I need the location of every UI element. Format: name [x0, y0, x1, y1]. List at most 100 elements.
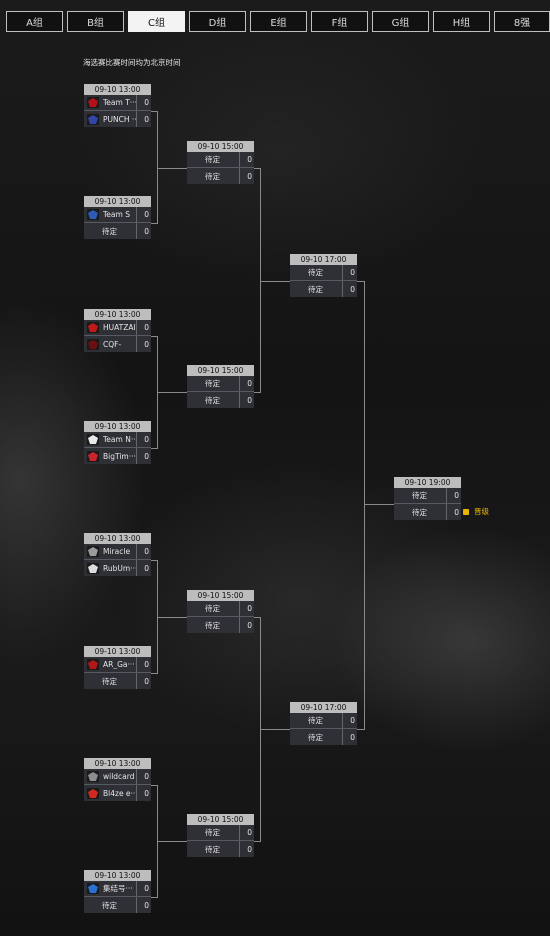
score-divider [239, 376, 240, 391]
team-name: 待定 [308, 268, 323, 277]
match-time: 09-10 15:00 [187, 141, 254, 152]
tab-h[interactable]: H组 [433, 11, 490, 32]
team-name: PUNCH ··· [103, 114, 137, 124]
team-name: 集结号··· [103, 884, 133, 893]
bracket-connector [157, 168, 187, 169]
team-name: 待定 [102, 900, 117, 910]
bracket-connector [260, 168, 261, 393]
team-score: 0 [144, 210, 149, 219]
promotion-label: 晋级 [463, 506, 489, 517]
team-score: 0 [247, 828, 252, 837]
score-divider [136, 785, 137, 801]
score-divider [239, 168, 240, 184]
score-divider [136, 95, 137, 110]
tab-c[interactable]: C组 [128, 11, 185, 32]
team-name: Miracle [103, 547, 131, 556]
team-score: 0 [247, 379, 252, 388]
match-time: 09-10 13:00 [84, 870, 151, 881]
tab-f[interactable]: F组 [311, 11, 368, 32]
match-time: 09-10 13:00 [84, 421, 151, 432]
team-row[interactable]: RubUm···0 [84, 560, 151, 576]
tab-d[interactable]: D组 [189, 11, 246, 32]
team-score: 0 [350, 268, 355, 277]
team-name: wildcard [103, 772, 135, 781]
team-score: 0 [144, 660, 149, 669]
team-score: 0 [144, 451, 149, 461]
tab-b[interactable]: B组 [67, 11, 124, 32]
score-divider [239, 617, 240, 633]
team-name: 待定 [412, 491, 427, 500]
team-row[interactable]: 集结号···0 [84, 881, 151, 897]
team-name: 待定 [205, 844, 220, 854]
tab-top8[interactable]: 8强 [494, 11, 550, 32]
team-row[interactable]: Bl4ze e···0 [84, 785, 151, 801]
team-row[interactable]: AR_Ga··· 0 [84, 657, 151, 673]
blue-shield-icon [86, 113, 100, 125]
score-divider [239, 152, 240, 167]
score-divider [136, 560, 137, 576]
team-score: 0 [350, 716, 355, 725]
tab-a[interactable]: A组 [6, 11, 63, 32]
team-score: 0 [247, 620, 252, 630]
team-row[interactable]: 待定 0 [290, 713, 357, 729]
team-row[interactable]: Team T···0 [84, 95, 151, 111]
red-flame-icon [86, 787, 100, 799]
gray-circle-icon [86, 546, 100, 558]
tab-e[interactable]: E组 [250, 11, 307, 32]
team-row[interactable]: CQF-0 [84, 336, 151, 352]
score-divider [136, 897, 137, 913]
team-name: 待定 [205, 604, 220, 613]
team-name: 待定 [205, 395, 220, 405]
team-row[interactable]: 待定 0 [290, 265, 357, 281]
match-time: 09-10 13:00 [84, 533, 151, 544]
score-divider [136, 657, 137, 672]
blue-wing-icon [86, 209, 100, 221]
team-row[interactable]: Team N···0 [84, 432, 151, 448]
team-row[interactable]: PUNCH ··· 0 [84, 111, 151, 127]
tab-g[interactable]: G组 [372, 11, 429, 32]
team-name: 待定 [308, 716, 323, 725]
team-score: 0 [144, 114, 149, 124]
team-name: AR_Ga··· [103, 660, 135, 669]
match-time: 09-10 13:00 [84, 309, 151, 320]
score-divider [136, 448, 137, 464]
match-time: 09-10 13:00 [84, 84, 151, 95]
match-time: 09-10 19:00 [394, 477, 461, 488]
team-row[interactable]: BigTim···0 [84, 448, 151, 464]
score-divider [136, 320, 137, 335]
